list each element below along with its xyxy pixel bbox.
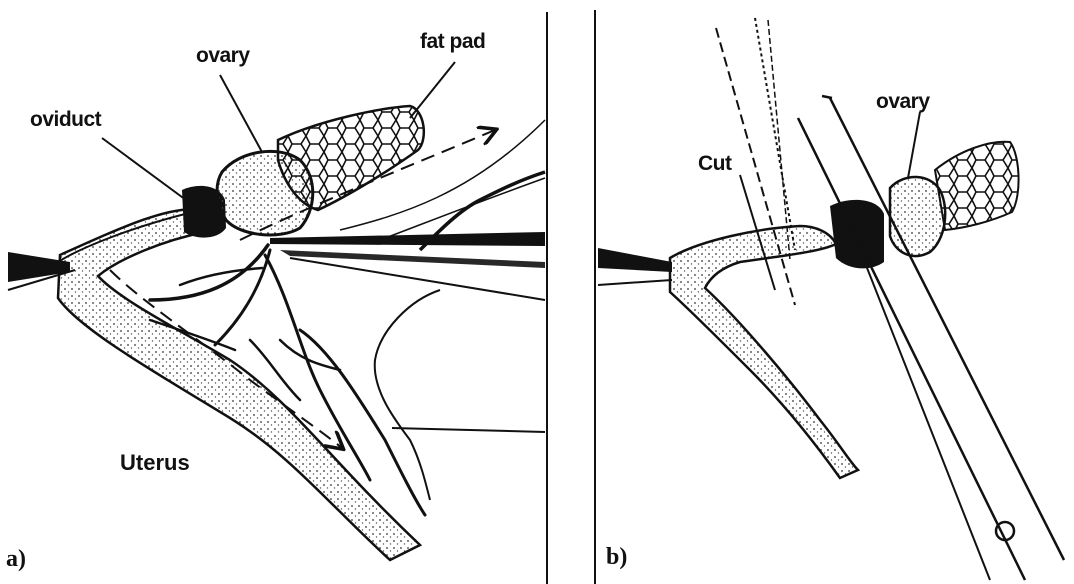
uterus-shape-b [670,226,858,478]
leader-ovary-b [908,112,920,178]
leader-oviduct [102,138,186,200]
panel-a [8,12,547,584]
ovary-shape-b [890,177,945,256]
forceps-right-a [270,232,545,300]
uterus-shape [58,209,420,560]
label-uterus: Uterus [120,450,190,476]
leader-fat-pad [410,62,455,118]
body-wall-curve [375,290,440,500]
panel-tag-a: a) [6,546,26,573]
leader-ovary-a [220,75,262,152]
fat-pad-shape-b [935,142,1019,230]
label-ovary-a: ovary [196,44,250,68]
oviduct-shape-b [830,200,884,269]
panel-tag-b: b) [606,544,627,571]
fat-pad-shape [278,106,424,210]
forceps-diagonal-b [798,96,1064,580]
forceps-left-b [598,248,672,272]
panel-b [595,10,1064,584]
label-fat-pad: fat pad [420,30,485,54]
label-cut: Cut [698,152,732,176]
label-ovary-b: ovary [876,90,930,114]
label-oviduct: oviduct [30,108,101,132]
